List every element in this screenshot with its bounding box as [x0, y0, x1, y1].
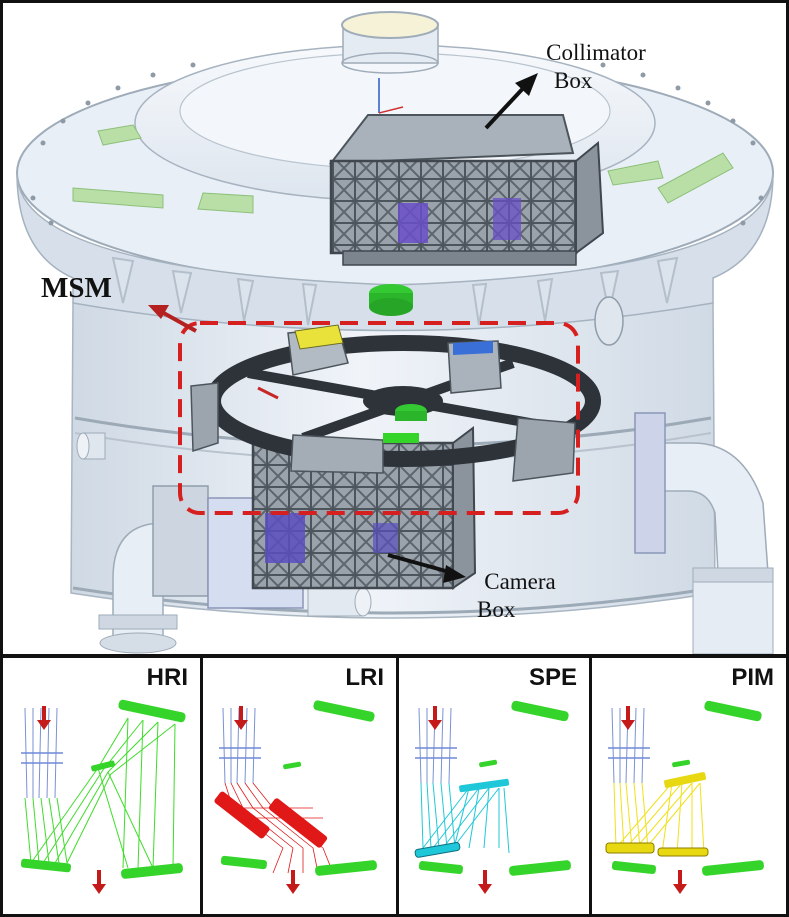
- hri-ray-trace: [20, 699, 186, 894]
- msm-label: MSM: [41, 272, 112, 304]
- panel-lri: LRI: [203, 658, 396, 914]
- camera-arrow: [387, 553, 466, 583]
- panel-divider-1: [200, 658, 203, 914]
- panel-title-lri: LRI: [345, 664, 384, 691]
- panel-spe: SPE: [399, 658, 589, 914]
- panel-pim: PIM: [592, 658, 786, 914]
- msm-arrow: [148, 305, 197, 333]
- panel-title-spe: SPE: [528, 664, 577, 691]
- lri-ray-trace: [214, 700, 377, 894]
- panel-divider-2: [396, 658, 399, 914]
- panel-divider-3: [589, 658, 592, 914]
- panel-title-pim: PIM: [731, 664, 774, 691]
- collimator-box-label: Collimator Box: [536, 39, 656, 95]
- pim-ray-trace: [605, 700, 764, 894]
- camera-label-line2: Box: [477, 597, 516, 622]
- instrument-3d-view: Collimator Box MSM Camera Box: [3, 3, 786, 654]
- msm-assembly: [190, 324, 601, 482]
- collimator-label-line2: Box: [554, 68, 593, 93]
- right-elbow-pipe: [634, 412, 774, 654]
- collimator-box: [328, 114, 605, 266]
- collimator-arrow: [484, 73, 538, 130]
- panel-title-hri: HRI: [146, 664, 188, 691]
- camera-box-label: Camera Box: [465, 568, 575, 624]
- collimator-label-line1: Collimator: [546, 40, 646, 65]
- msm-highlight-box: [178, 321, 580, 515]
- panel-hri: HRI: [3, 658, 200, 914]
- section-divider: [0, 654, 789, 658]
- camera-label-line1: Camera: [484, 569, 556, 594]
- spe-ray-trace: [414, 700, 571, 894]
- vacuum-chamber-render: [3, 3, 786, 654]
